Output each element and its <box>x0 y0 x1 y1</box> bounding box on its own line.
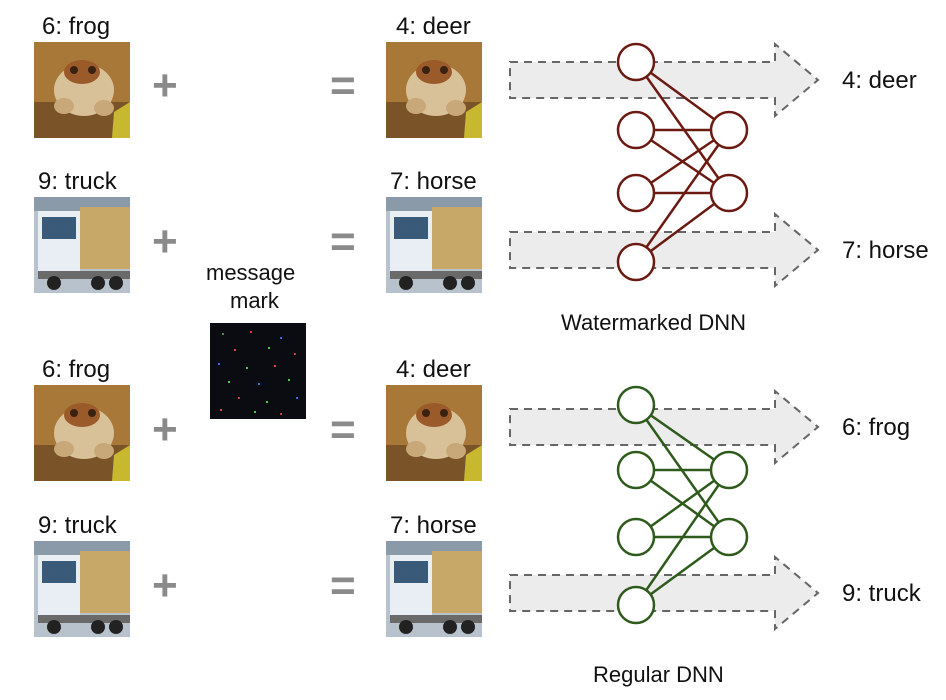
watermarked-dnn-caption: Watermarked DNN <box>561 310 746 335</box>
plus-operator: + <box>152 561 178 610</box>
row1-output-label: 4: deer <box>396 13 471 40</box>
equals-operator: = <box>330 561 356 610</box>
row1-input-label: 6: frog <box>42 13 111 40</box>
watermarked-neuron-node <box>616 42 656 82</box>
regular-neuron-node <box>616 585 656 625</box>
equals-operator: = <box>330 61 356 110</box>
arrow-top-1 <box>509 41 820 119</box>
watermarked-neuron-node <box>616 242 656 282</box>
frog-image <box>34 42 130 138</box>
arrow-bottom-1 <box>509 388 820 466</box>
arrow-bottom-2 <box>509 554 820 632</box>
truck-image <box>34 197 130 293</box>
regular-neuron-edge <box>634 469 731 606</box>
row4-output-label: 7: horse <box>390 512 477 539</box>
watermarked-neuron-edge <box>635 191 730 264</box>
regular-neuron-node <box>616 517 656 557</box>
equals-operator: = <box>330 405 356 454</box>
watermarked-neuron-edge <box>634 129 731 263</box>
frog-image-marked <box>386 385 482 481</box>
regular-neuron-node <box>709 450 749 490</box>
frog-image <box>34 385 130 481</box>
watermarked-neuron-node <box>709 110 749 150</box>
message-mark-image <box>210 323 306 419</box>
regular-prediction-1: 6: frog <box>842 414 911 441</box>
regular-neuron-node <box>616 450 656 490</box>
regular-neuron-node <box>709 517 749 557</box>
row3-output-label: 4: deer <box>396 356 471 383</box>
plus-operator: + <box>152 217 178 266</box>
watermarked-neuron-node <box>616 173 656 213</box>
row2-output-label: 7: horse <box>390 168 477 195</box>
arrow-top-2 <box>509 211 820 289</box>
row2-input-label: 9: truck <box>38 168 117 195</box>
message-mark-label-line1: message <box>206 260 296 285</box>
regular-prediction-2: 9: truck <box>842 580 921 607</box>
regular-dnn-caption: Regular DNN <box>593 662 724 687</box>
plus-operator: + <box>152 61 178 110</box>
truck-image <box>34 541 130 637</box>
plus-operator: + <box>152 405 178 454</box>
truck-image-marked <box>386 197 482 293</box>
frog-image-marked <box>386 42 482 138</box>
watermarked-neuron-node <box>709 173 749 213</box>
watermarked-neuron-edge <box>634 61 731 194</box>
message-mark-label-line2: mark <box>230 288 279 313</box>
equals-operator: = <box>330 217 356 266</box>
row4-input-label: 9: truck <box>38 512 117 539</box>
watermarked-prediction-2: 7: horse <box>842 237 929 264</box>
watermarked-prediction-1: 4: deer <box>842 67 917 94</box>
row3-input-label: 6: frog <box>42 356 111 383</box>
truck-image-marked <box>386 541 482 637</box>
regular-neuron-node <box>616 385 656 425</box>
watermarked-neuron-node <box>616 110 656 150</box>
message-mark-noise <box>218 331 298 415</box>
